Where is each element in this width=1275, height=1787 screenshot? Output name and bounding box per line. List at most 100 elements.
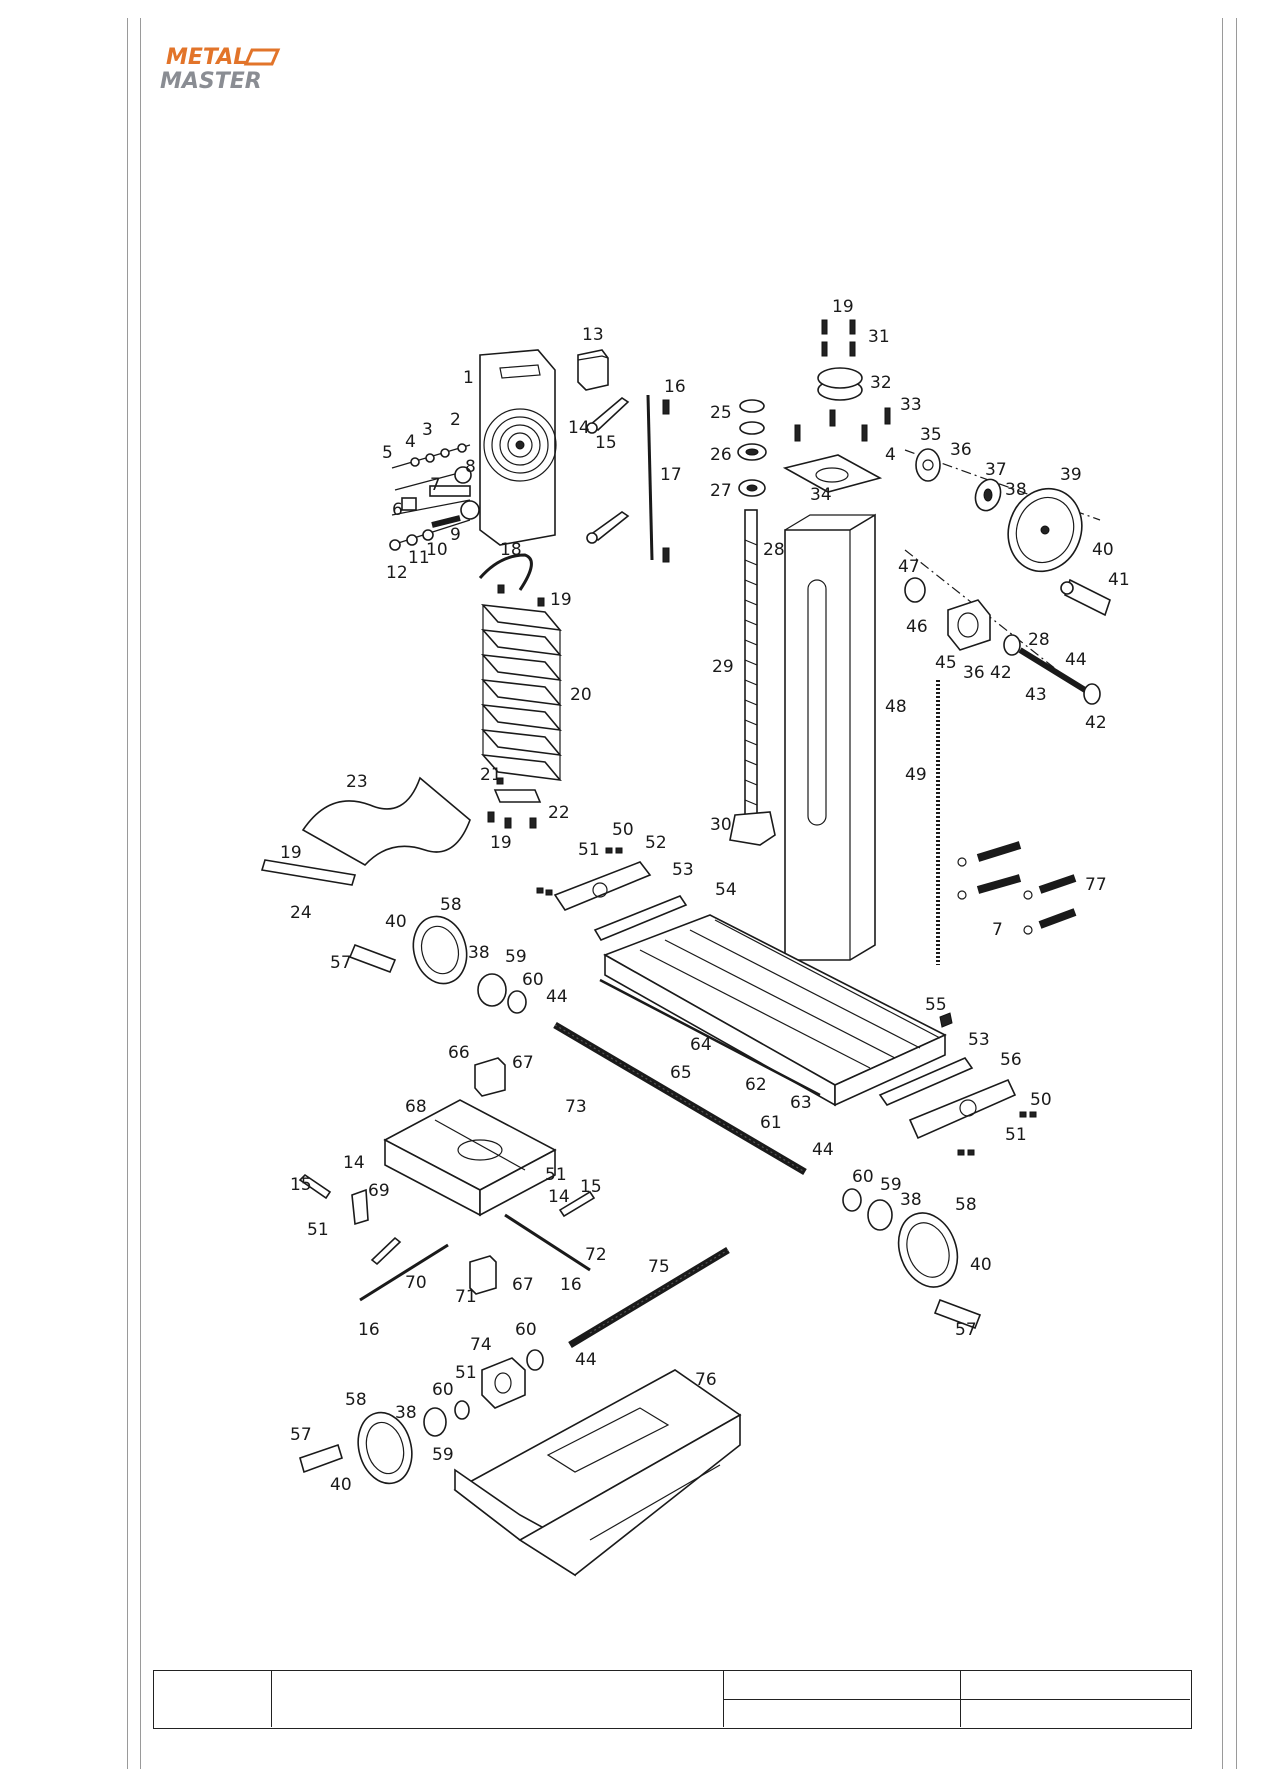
label-75: 75 bbox=[648, 1257, 670, 1277]
label-5: 5 bbox=[382, 443, 393, 463]
gib-64 bbox=[599, 978, 821, 1097]
label-44: 44 bbox=[1065, 650, 1087, 670]
label-59: 59 bbox=[505, 947, 527, 967]
label-14: 14 bbox=[568, 418, 590, 438]
bearing-60-y2 bbox=[454, 1400, 470, 1420]
label-71: 71 bbox=[455, 1287, 477, 1307]
label-16: 16 bbox=[358, 1320, 380, 1340]
label-66: 66 bbox=[448, 1043, 470, 1063]
label-57: 57 bbox=[955, 1320, 977, 1340]
label-19: 19 bbox=[832, 297, 854, 317]
leadscrew-65 bbox=[553, 1021, 807, 1176]
title-block-cell-3-bottom bbox=[724, 1699, 961, 1727]
title-block-cell-1 bbox=[154, 1671, 272, 1727]
label-40: 40 bbox=[970, 1255, 992, 1275]
label-48: 48 bbox=[885, 697, 907, 717]
logo-swoosh-icon bbox=[243, 48, 281, 66]
label-34: 34 bbox=[810, 485, 832, 505]
cap-32 bbox=[817, 367, 863, 401]
label-40: 40 bbox=[330, 1475, 352, 1495]
label-67: 67 bbox=[512, 1053, 534, 1073]
label-17: 17 bbox=[660, 465, 682, 485]
label-67: 67 bbox=[512, 1275, 534, 1295]
label-41: 41 bbox=[1108, 570, 1130, 590]
nut-30 bbox=[729, 811, 776, 846]
label-58: 58 bbox=[440, 895, 462, 915]
label-45: 45 bbox=[935, 653, 957, 673]
screws-50-51-upper bbox=[536, 847, 623, 896]
label-65: 65 bbox=[670, 1063, 692, 1083]
strip-24 bbox=[260, 859, 357, 886]
label-39: 39 bbox=[1060, 465, 1082, 485]
head-casting bbox=[479, 349, 557, 546]
label-8: 8 bbox=[465, 457, 476, 477]
label-16: 16 bbox=[560, 1275, 582, 1295]
bearing-bracket-74 bbox=[481, 1357, 526, 1409]
saddle-68 bbox=[383, 1099, 557, 1217]
label-7: 7 bbox=[992, 920, 1003, 940]
label-47: 47 bbox=[898, 557, 920, 577]
nut-71 bbox=[469, 1255, 497, 1295]
label-63: 63 bbox=[790, 1093, 812, 1113]
fitting-55 bbox=[939, 1012, 953, 1028]
label-35: 35 bbox=[920, 425, 942, 445]
label-28: 28 bbox=[1028, 630, 1050, 650]
gib-strip-52 bbox=[553, 861, 652, 911]
label-36: 36 bbox=[963, 663, 985, 683]
label-1: 1 bbox=[463, 368, 474, 388]
label-68: 68 bbox=[405, 1097, 427, 1117]
label-19: 19 bbox=[550, 590, 572, 610]
label-11: 11 bbox=[408, 548, 430, 568]
label-58: 58 bbox=[955, 1195, 977, 1215]
label-73: 73 bbox=[565, 1097, 587, 1117]
label-37: 37 bbox=[985, 460, 1007, 480]
label-50: 50 bbox=[1030, 1090, 1052, 1110]
label-38: 38 bbox=[395, 1403, 417, 1423]
metal-master-logo: METAL MASTER bbox=[160, 45, 281, 94]
label-60: 60 bbox=[515, 1320, 537, 1340]
title-block bbox=[153, 1670, 1192, 1729]
hole bbox=[959, 1099, 977, 1117]
bearing-60-y bbox=[526, 1349, 544, 1371]
table-54 bbox=[603, 914, 947, 1107]
title-block-cell-3-top bbox=[724, 1671, 961, 1699]
handle-57-right bbox=[933, 1298, 982, 1330]
label-13: 13 bbox=[582, 325, 604, 345]
handle-57-left bbox=[348, 943, 397, 974]
label-61: 61 bbox=[760, 1113, 782, 1133]
label-27: 27 bbox=[710, 481, 732, 501]
label-52: 52 bbox=[645, 833, 667, 853]
label-18: 18 bbox=[500, 540, 522, 560]
column-top-plate-34 bbox=[782, 454, 883, 493]
title-block-divider bbox=[724, 1699, 1190, 1700]
gib-53-lower bbox=[878, 1057, 974, 1106]
label-53: 53 bbox=[968, 1030, 990, 1050]
dial-59-y bbox=[423, 1407, 447, 1437]
label-51: 51 bbox=[307, 1220, 329, 1240]
label-33: 33 bbox=[900, 395, 922, 415]
label-22: 22 bbox=[548, 803, 570, 823]
screws-19-21 bbox=[487, 584, 545, 829]
label-58: 58 bbox=[345, 1390, 367, 1410]
flange-35 bbox=[915, 448, 941, 482]
bracket-45 bbox=[947, 599, 991, 651]
label-55: 55 bbox=[925, 995, 947, 1015]
base-76 bbox=[453, 1369, 742, 1577]
label-59: 59 bbox=[432, 1445, 454, 1465]
right-border-outer bbox=[1236, 18, 1237, 1769]
label-44: 44 bbox=[812, 1140, 834, 1160]
label-14: 14 bbox=[343, 1153, 365, 1173]
label-19: 19 bbox=[280, 843, 302, 863]
gib-72 bbox=[504, 1213, 591, 1272]
label-54: 54 bbox=[715, 880, 737, 900]
label-6: 6 bbox=[392, 500, 403, 520]
label-62: 62 bbox=[745, 1075, 767, 1095]
rod-17 bbox=[646, 394, 670, 563]
label-23: 23 bbox=[346, 772, 368, 792]
label-4: 4 bbox=[885, 445, 896, 465]
label-20: 20 bbox=[570, 685, 592, 705]
label-31: 31 bbox=[868, 327, 890, 347]
label-77: 77 bbox=[1085, 875, 1107, 895]
label-38: 38 bbox=[900, 1190, 922, 1210]
